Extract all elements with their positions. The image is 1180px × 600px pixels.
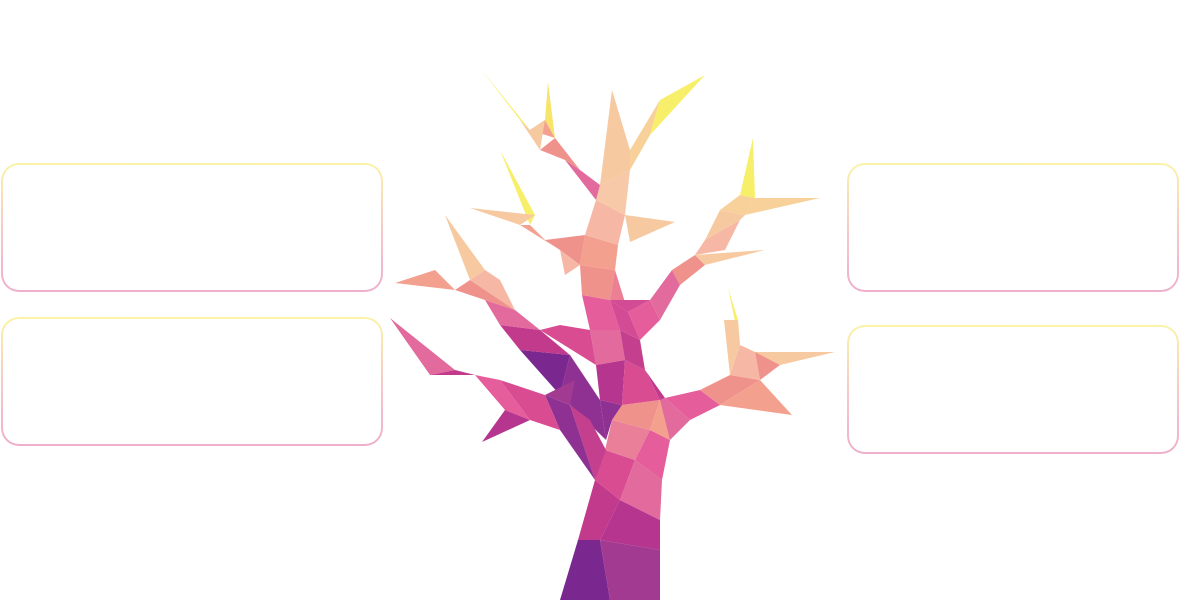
text-box-right-bottom	[847, 325, 1179, 454]
tree-center-stem	[580, 75, 705, 440]
text-box-left-bottom-content	[3, 319, 381, 444]
text-box-left-bottom	[1, 317, 383, 446]
text-box-right-bottom-content	[849, 327, 1177, 452]
text-box-right-top	[847, 163, 1179, 292]
tree-left-upper-branch	[470, 68, 600, 275]
text-box-right-top-content	[849, 165, 1177, 290]
tree-left-lower-branch	[390, 318, 606, 480]
tree-right-upper-branch	[610, 138, 820, 340]
tree-right-lower-branch	[645, 288, 835, 440]
text-box-left-top-content	[3, 165, 381, 290]
tree-left-mid-branch	[395, 215, 606, 440]
text-box-left-top	[1, 163, 383, 292]
